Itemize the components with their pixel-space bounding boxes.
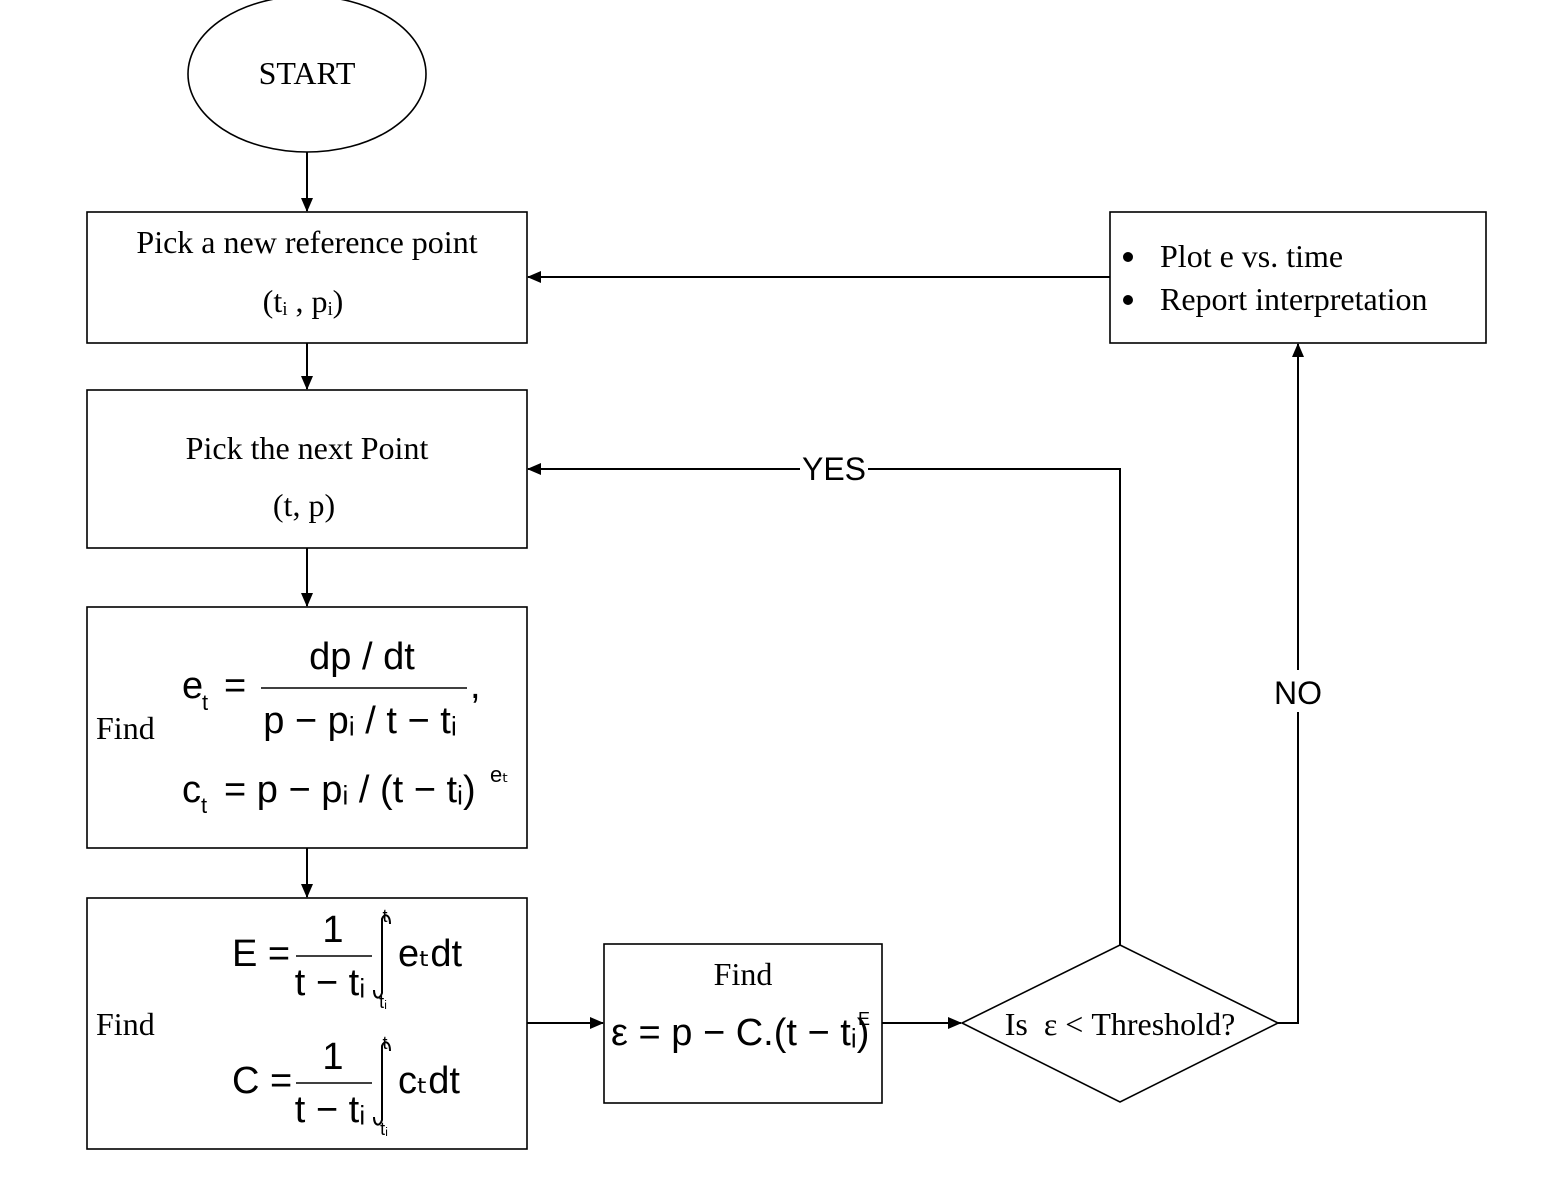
yes-connector-line (868, 468, 1121, 945)
epsilon-formula: ε = p − C.(t − tᵢ) (611, 1012, 869, 1054)
reference-point-formula: (tᵢ , pᵢ) (263, 283, 344, 319)
reference-point-box: Pick a new reference point (tᵢ , pᵢ) (86, 211, 528, 344)
et-subscript: t (202, 690, 208, 715)
C-integrand: cₜdt (398, 1060, 460, 1102)
report-box: Plot e vs. time Report interpretation (1109, 211, 1487, 344)
E-lhs: E = (232, 933, 290, 975)
ct-exponent: eₜ (490, 762, 509, 787)
find-epsilon-box: Find ε = p − C.(t − tᵢ) E (603, 943, 883, 1104)
start-node: START (187, 0, 427, 153)
next-point-box: Pick the next Point (t, p) (86, 389, 528, 549)
yes-label: YES (802, 451, 866, 487)
next-point-formula: (t, p) (273, 487, 335, 523)
report-item-plot: Plot e vs. time (1160, 238, 1343, 274)
no-label: NO (1274, 675, 1322, 711)
report-item-interpretation: Report interpretation (1160, 281, 1427, 317)
et-symbol: e (182, 665, 203, 707)
E-denominator: t − tᵢ (295, 962, 365, 1004)
E-upper-limit: t (382, 906, 387, 926)
E-integrand: eₜdt (398, 933, 462, 975)
et-comma: , (470, 665, 481, 707)
C-denominator: t − tᵢ (295, 1089, 365, 1131)
find-E-C-label: Find (96, 1006, 155, 1042)
et-numerator: dp / dt (309, 636, 415, 678)
find-E-C-box: Find E = 1 t − tᵢ t tᵢ eₜdt C = 1 t − tᵢ… (86, 897, 528, 1150)
et-equals: = (224, 665, 246, 707)
find-et-ct-box: Find e t = dp / dt p − pᵢ / t − tᵢ , c t… (86, 606, 528, 849)
E-numerator: 1 (322, 909, 343, 951)
epsilon-exponent: E (858, 1009, 870, 1029)
ct-rhs: = p − pᵢ / (t − tᵢ) (224, 769, 476, 811)
connectors (301, 152, 1304, 1029)
et-denominator: p − pᵢ / t − tᵢ (263, 700, 457, 742)
start-label: START (259, 55, 356, 91)
E-lower-limit: tᵢ (379, 992, 387, 1012)
C-numerator: 1 (322, 1036, 343, 1078)
decision-label: Is ε < Threshold? (1005, 1006, 1236, 1042)
no-connector-line (1278, 712, 1299, 1024)
bullet-icon (1123, 295, 1133, 305)
C-lhs: C = (232, 1060, 292, 1102)
reference-point-label: Pick a new reference point (136, 224, 477, 260)
bullet-icon (1123, 252, 1133, 262)
ct-symbol: c (182, 769, 201, 811)
find-et-ct-label: Find (96, 710, 155, 746)
C-lower-limit: tᵢ (380, 1119, 388, 1139)
find-epsilon-label: Find (714, 956, 773, 992)
threshold-decision: Is ε < Threshold? (960, 944, 1280, 1103)
C-integral-sign (373, 1041, 391, 1126)
next-point-label: Pick the next Point (186, 430, 429, 466)
ct-subscript: t (201, 793, 207, 818)
E-integral-sign (373, 914, 391, 999)
C-upper-limit: t (382, 1033, 387, 1053)
